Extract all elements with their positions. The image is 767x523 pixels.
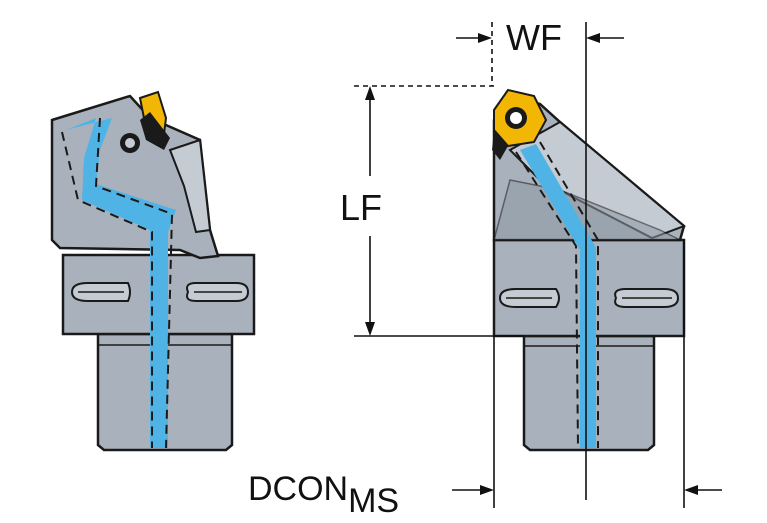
lf-label: LF <box>340 187 382 228</box>
side-view <box>50 90 256 452</box>
side-view-clamp-arm <box>140 112 170 150</box>
front-view-coolant-dash-b <box>539 141 599 448</box>
wf-arrowhead-right <box>586 33 600 43</box>
side-view-coolant-dash-a <box>61 131 153 448</box>
dcon-label-main: DCON <box>248 470 348 508</box>
lf-arrowhead-top <box>365 86 375 100</box>
side-view-coolant-channel <box>66 118 176 448</box>
dimension-arrowheads <box>365 33 698 495</box>
front-view <box>492 88 686 452</box>
side-view-coolant-dash-b <box>94 117 174 449</box>
side-view-head-face <box>168 138 212 234</box>
front-view-insert-screw-center <box>510 112 522 124</box>
dimension-lines <box>354 22 722 508</box>
front-view-coolant-dash-a <box>515 151 579 449</box>
wf-label: WF <box>506 17 562 58</box>
dcon-label-subscript: MS <box>348 482 399 520</box>
lf-arrowhead-bottom <box>365 322 375 336</box>
dcon-label: DCONMS <box>248 470 399 520</box>
wf-arrowhead-left <box>478 33 492 43</box>
front-view-coolant-channel <box>520 144 596 448</box>
dcon-arrowhead-left <box>480 485 494 495</box>
dcon-arrowhead-right <box>684 485 698 495</box>
front-view-head-underside <box>493 179 681 241</box>
side-view-clamp-screw-center <box>125 138 135 148</box>
front-view-clamp-dark <box>492 130 508 160</box>
